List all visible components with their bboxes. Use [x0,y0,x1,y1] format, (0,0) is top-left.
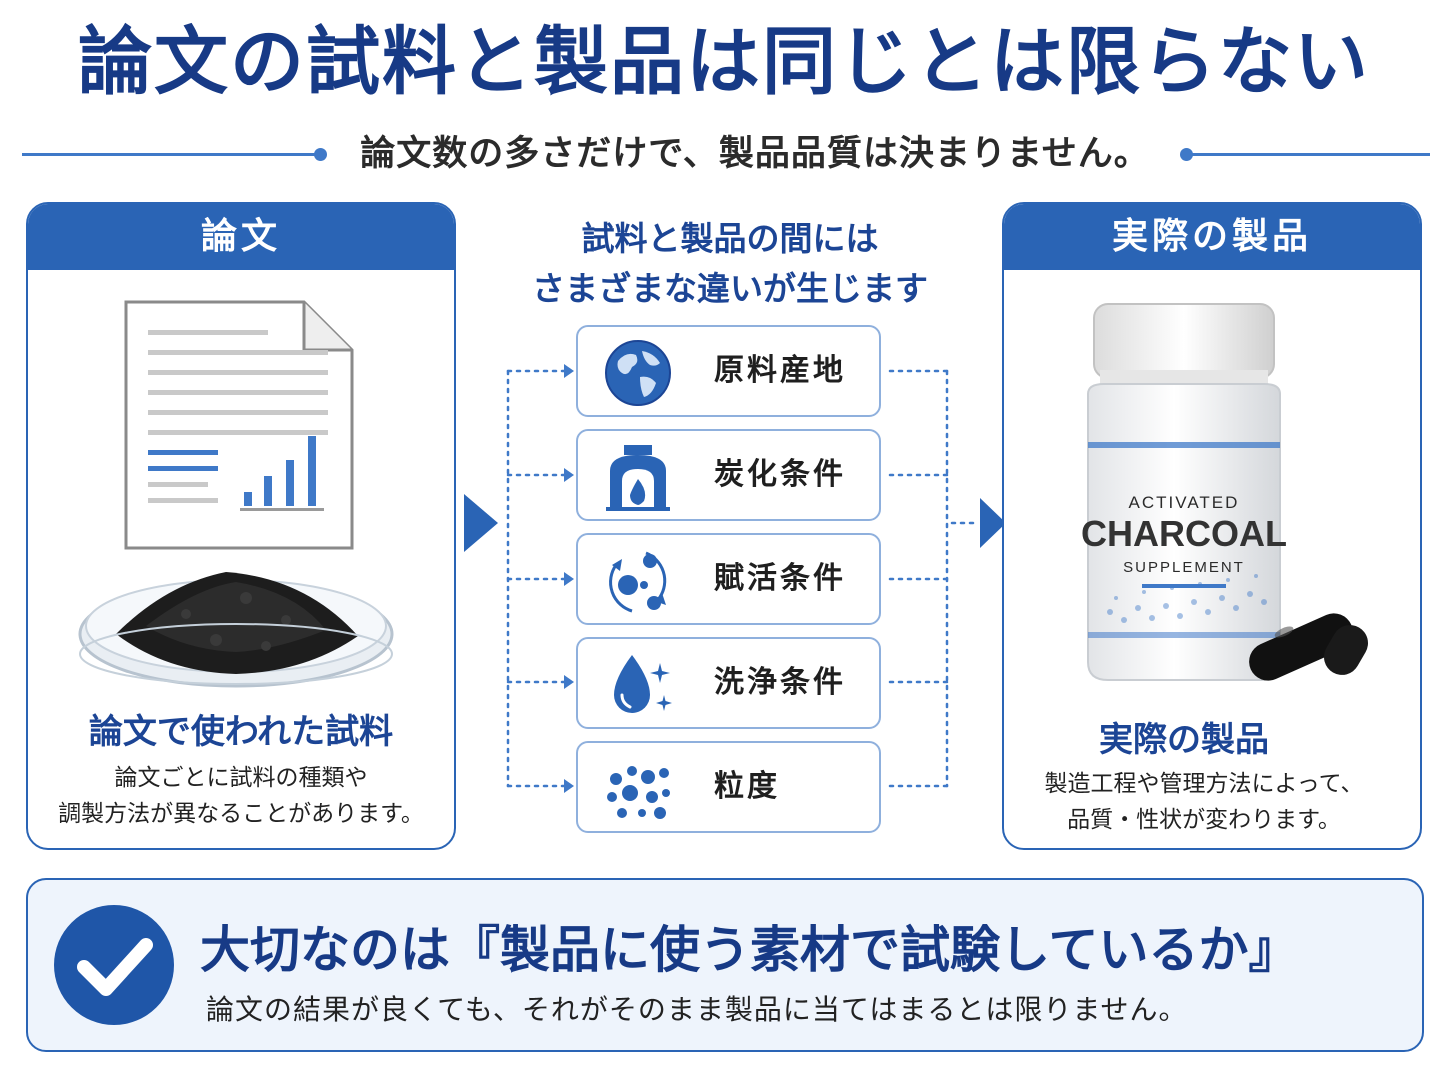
product-caption-line: 製造工程や管理方法によって、 [1044,771,1364,797]
water-drop-icon [614,655,672,713]
petri-dish-sample-illustration [78,572,394,688]
charcoal-capsules [1249,613,1368,681]
factor-raw-material-origin: 原料産地 [576,325,881,417]
paper-caption-line: 調製方法が異なることがあります。 [58,801,424,827]
subtitle-rule-left [22,153,322,156]
product-caption-line: 品質・性状が変わります。 [1067,807,1341,833]
flow-arrow-left [464,494,498,552]
paper-caption-body: 論文ごとに試料の種類や 調製方法が異なることがあります。 [28,760,454,832]
document-icon [124,300,354,550]
product-caption-title: 実際の製品 [1099,720,1269,760]
subtitle-dot-left [314,148,327,161]
bottle-label-activated: ACTIVATED [1129,493,1240,512]
page-title: 論文の試料と製品は同じとは限らない [78,19,1370,105]
furnace-icon [606,445,670,511]
difference-heading-line: さまざまな違いが生じます [532,269,928,308]
bottle-label-charcoal: CHARCOAL [1081,513,1287,554]
factor-label: 賦活条件 [714,561,846,596]
factor-particle-size: 粒度 [576,741,881,833]
subtitle-rule-right [1184,153,1430,156]
paper-caption-line: 論文ごとに試料の種類や [114,765,368,791]
factor-label: 粒度 [714,769,780,804]
difference-heading: 試料と製品の間には さまざまな違いが生じます [470,214,990,314]
activation-cycle-icon [609,551,667,613]
paper-caption-title: 論文で使われた試料 [88,712,394,752]
paper-panel-header: 論文 [28,204,454,270]
key-message-body: 論文の結果が良くても、それがそのまま製品に当てはまるとは限りません。 [206,993,1188,1026]
check-circle-icon [54,905,174,1025]
factor-activation-conditions: 賦活条件 [576,533,881,625]
product-caption-body: 製造工程や管理方法によって、 品質・性状が変わります。 [1004,766,1412,838]
product-panel: 実際の製品 ACTIVATED CHA [1002,202,1422,850]
factor-label: 洗浄条件 [714,665,846,700]
factor-carbonization-conditions: 炭化条件 [576,429,881,521]
supplement-bottle-illustration: ACTIVATED CHARCOAL SUPPLEMENT [1081,303,1368,681]
key-message-title: 大切なのは『製品に使う素材で試験しているか』 [200,921,1299,979]
bottle-label-supplement: SUPPLEMENT [1123,559,1245,576]
product-panel-header: 実際の製品 [1004,204,1420,270]
subtitle-row: 論文数の多さだけで、製品品質は決まりません。 [0,132,1448,176]
difference-heading-line: 試料と製品の間には [581,219,879,258]
globe-icon [605,340,671,406]
key-message-box: 大切なのは『製品に使う素材で試験しているか』 論文の結果が良くても、それがそのま… [26,878,1424,1052]
flow-arrow-right [980,498,1006,548]
subtitle: 論文数の多さだけで、製品品質は決まりません。 [360,134,1150,174]
factor-label: 炭化条件 [714,457,846,492]
particles-icon [607,766,670,819]
factor-washing-conditions: 洗浄条件 [576,637,881,729]
factor-label: 原料産地 [714,353,846,388]
paper-panel: 論文 論文で使われた試料 論文ごとに試料の種類や 調製方法が異なることがあ [26,202,456,850]
